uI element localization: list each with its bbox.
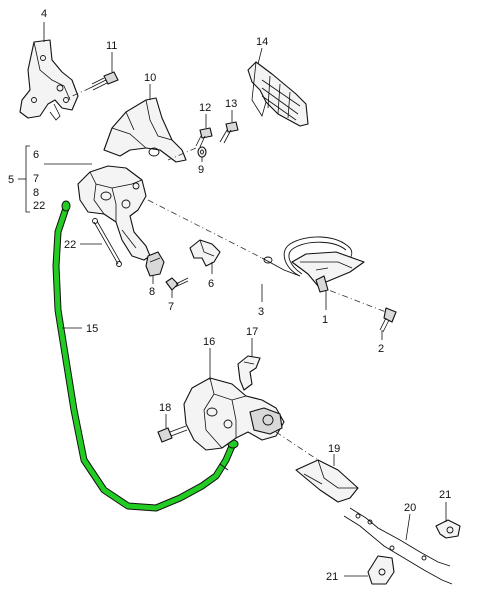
callout-5: 5 [8,174,14,186]
part-18-bolt[interactable] [157,425,188,443]
part-14-pedal-plate[interactable] [247,61,309,127]
part-7-screw[interactable] [165,277,189,291]
callout-10: 10 [144,72,156,84]
part-1-clip[interactable] [291,251,365,293]
callout-15: 15 [86,323,98,335]
callout-2: 2 [378,343,384,355]
part-4-bracket[interactable] [19,39,79,121]
part-20-cables[interactable] [343,507,453,585]
callout-6a: 6 [33,149,39,161]
part-11-bolt[interactable] [89,71,119,91]
callout-6b: 6 [208,278,214,290]
part-15-cable-highlighted[interactable] [52,200,239,512]
callout-4: 4 [41,8,47,20]
part-8-pad[interactable] [145,251,165,277]
part-2-screw[interactable] [379,307,397,333]
callout-group-5: 5 6 7 8 22 [8,145,92,213]
part-16-lever-assembly[interactable] [183,377,285,451]
callout-20: 20 [404,502,416,514]
callout-18: 18 [159,402,171,414]
callout-21a: 21 [439,489,451,501]
callout-22a: 22 [33,200,45,212]
callout-3: 3 [258,306,264,318]
callout-16: 16 [203,336,215,348]
part-19-cable-guide[interactable] [295,459,359,503]
callout-14: 14 [256,36,268,48]
callout-22b: 22 [64,239,76,251]
part-6-lever-housing[interactable] [77,165,151,261]
part-6-lever[interactable] [189,239,221,267]
callout-13: 13 [225,98,237,110]
part-22-rod[interactable] [92,218,122,267]
part-21-clip-right[interactable] [435,519,461,539]
callout-7a: 7 [33,173,39,185]
callout-8a: 8 [33,187,39,199]
callout-8b: 8 [149,286,155,298]
part-12-bolt[interactable] [195,127,213,148]
callout-11: 11 [106,40,117,52]
callout-19: 19 [328,443,340,455]
part-13-bolt[interactable] [219,121,239,144]
callout-7b: 7 [168,301,174,313]
callout-1: 1 [322,314,328,326]
part-10-cover[interactable] [103,97,187,163]
part-17-clip[interactable] [237,355,261,391]
part-21-clip-bottom[interactable] [367,555,395,585]
part-9-washer[interactable] [197,146,207,158]
callout-9: 9 [198,164,204,176]
callout-21b: 21 [326,571,338,583]
callout-12: 12 [199,102,211,114]
callout-17: 17 [246,326,258,338]
